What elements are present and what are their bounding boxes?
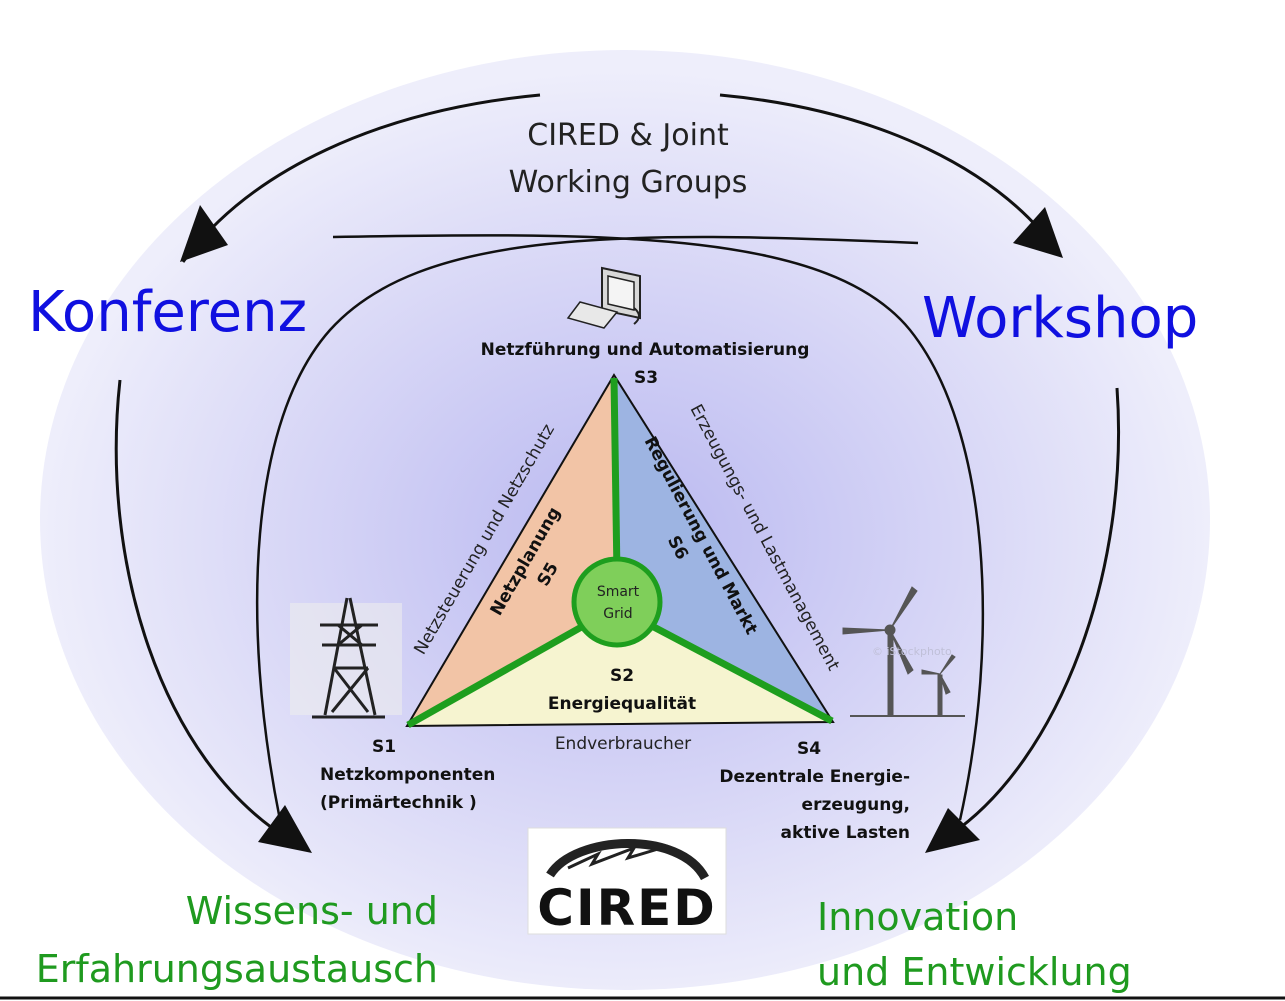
cired-logo: CIRED <box>527 827 727 937</box>
arrow-right-down <box>949 387 1121 837</box>
computer-icon <box>566 266 641 329</box>
bottom-left-line2: Erfahrungsaustausch <box>36 947 438 991</box>
arrowhead-right-bottom <box>925 808 980 853</box>
arrowhead-left-bottom <box>258 805 312 853</box>
center-line1: Smart <box>597 584 640 600</box>
arrowhead-left-top <box>180 205 228 262</box>
s4-line1: Dezentrale Energie- <box>719 767 910 787</box>
cired-logo-text: CIRED <box>537 879 716 937</box>
s1-code: S1 <box>372 737 396 757</box>
edge-bottom-label: Endverbraucher <box>555 734 691 754</box>
header-line2: Working Groups <box>509 165 748 200</box>
s4-code: S4 <box>797 739 821 759</box>
spoke-left <box>406 621 587 729</box>
right-title: Workshop <box>922 286 1198 351</box>
s2-code: S2 <box>610 666 634 686</box>
bottom-right-line1: Innovation <box>817 895 1018 939</box>
bottom-right-line2: und Entwicklung <box>817 950 1132 994</box>
s1-line2: (Primärtechnik ) <box>320 793 477 813</box>
center-circle <box>571 556 663 648</box>
spoke-top <box>610 377 621 576</box>
s4-line2: erzeugung, <box>802 795 910 815</box>
s4-line3: aktive Lasten <box>781 823 910 843</box>
inner-arc-left <box>255 235 919 821</box>
wind-turbine-icon <box>842 586 965 717</box>
arrow-left-down <box>114 379 291 842</box>
arrowhead-right-top <box>1013 207 1063 258</box>
top-vertex-code: S3 <box>634 368 658 388</box>
s2-name: Energiequalität <box>548 694 696 714</box>
top-vertex-title: Netzführung und Automatisierung <box>481 340 810 360</box>
bottom-left-line1: Wissens- und <box>186 889 438 933</box>
sector-s2 <box>407 610 833 726</box>
inner-arc-right <box>332 234 985 821</box>
power-pylon-icon <box>290 597 402 719</box>
triangle-outline <box>405 373 835 728</box>
header-line1: CIRED & Joint <box>527 118 729 153</box>
left-title: Konferenz <box>28 280 307 345</box>
spoke-right <box>648 621 834 725</box>
s1-line1: Netzkomponenten <box>320 765 495 785</box>
watermark-text: © iStockphoto <box>872 645 952 658</box>
center-line2: Grid <box>603 606 632 622</box>
